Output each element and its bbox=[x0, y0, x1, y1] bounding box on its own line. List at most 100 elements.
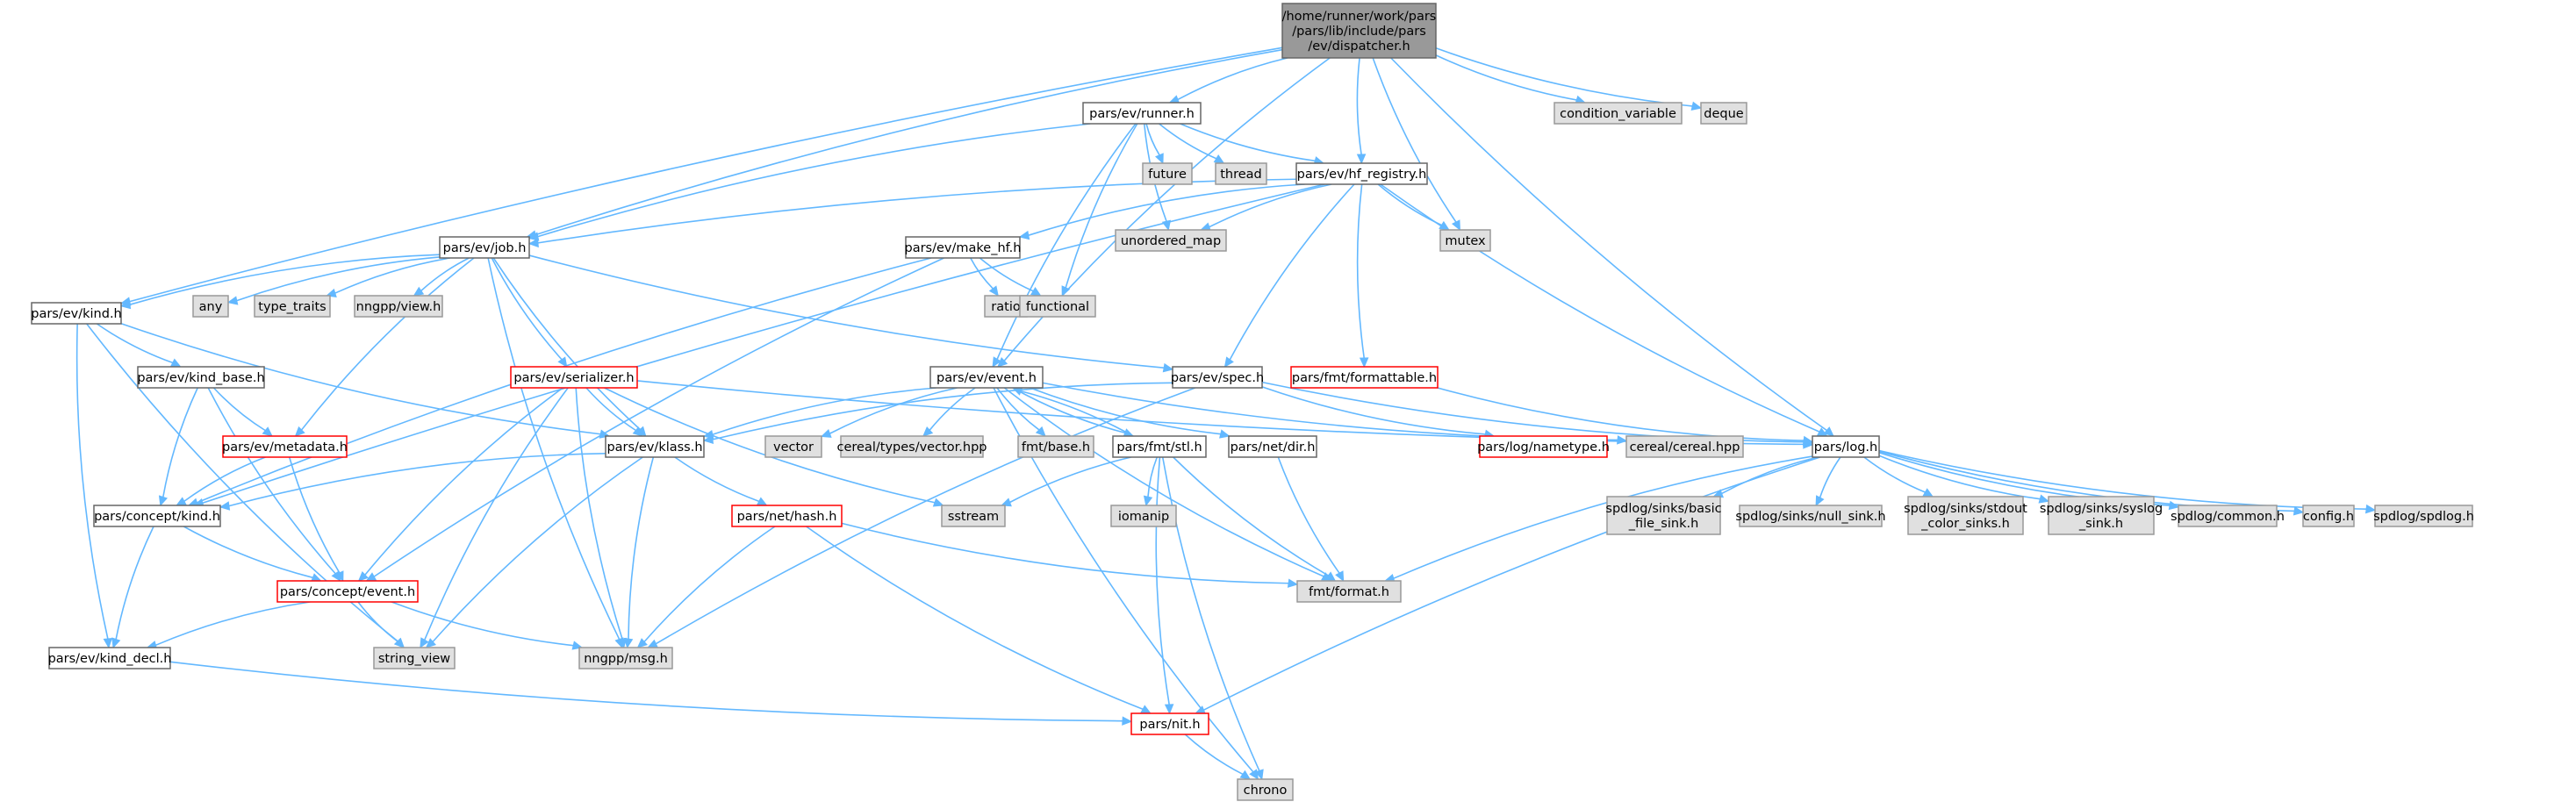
node-label: _file_sink.h bbox=[1628, 517, 1699, 531]
node-label: pars/ev/hf_registry.h bbox=[1297, 168, 1427, 182]
edge-line bbox=[202, 183, 1325, 505]
node-log[interactable]: pars/log.h bbox=[1812, 435, 1880, 458]
node-metadata[interactable]: pars/ev/metadata.h bbox=[222, 435, 348, 458]
edge-hf_registry-to-log bbox=[1380, 183, 1828, 437]
edge-log-to-syslog_sink bbox=[1878, 455, 2050, 504]
node-event[interactable]: pars/ev/event.h bbox=[929, 366, 1044, 389]
node-hf_registry[interactable]: pars/ev/hf_registry.h bbox=[1295, 162, 1428, 185]
node-fmt_format: fmt/format.h bbox=[1296, 580, 1402, 603]
node-klass[interactable]: pars/ev/klass.h bbox=[605, 435, 705, 458]
node-concept_event[interactable]: pars/concept/event.h bbox=[276, 580, 419, 603]
node-net_hash[interactable]: pars/net/hash.h bbox=[731, 505, 843, 527]
edge-arrowhead bbox=[1451, 219, 1460, 232]
node-box bbox=[254, 295, 331, 318]
node-runner[interactable]: pars/ev/runner.h bbox=[1082, 102, 1202, 125]
node-spec[interactable]: pars/ev/spec.h bbox=[1171, 366, 1264, 389]
edge-line bbox=[228, 453, 606, 507]
edge-arrowhead bbox=[1143, 495, 1153, 507]
node-fmt_stl[interactable]: pars/fmt/stl.h bbox=[1112, 435, 1207, 458]
edge-serializer-to-concept_event bbox=[357, 387, 563, 582]
node-label: pars/log/nametype.h bbox=[1477, 440, 1610, 455]
edge-line bbox=[357, 601, 398, 642]
edge-kind-to-kind_decl bbox=[75, 323, 113, 649]
node-box bbox=[222, 435, 348, 458]
node-box bbox=[840, 435, 984, 458]
edge-line bbox=[432, 456, 643, 642]
node-label: nngpp/msg.h bbox=[584, 652, 668, 666]
node-label: iomanip bbox=[1118, 510, 1169, 524]
node-job[interactable]: pars/ev/job.h bbox=[439, 236, 530, 259]
edge-arrowhead bbox=[169, 358, 182, 368]
edge-arrowhead bbox=[1359, 357, 1369, 369]
edge-arrowhead bbox=[1815, 495, 1825, 507]
node-concept_kind[interactable]: pars/concept/kind.h bbox=[93, 505, 221, 527]
edge-line bbox=[1372, 57, 1457, 223]
node-functional: functional bbox=[1019, 295, 1096, 318]
edge-hf_registry-to-make_hf bbox=[1018, 183, 1305, 240]
edge-arrowhead bbox=[226, 296, 239, 305]
edge-concept_kind-to-kind_decl bbox=[111, 526, 154, 649]
node-label: spdlog/sinks/syslog bbox=[2040, 502, 2163, 516]
node-box bbox=[1739, 505, 1883, 527]
edge-line bbox=[528, 254, 1165, 369]
edge-arrowhead bbox=[1356, 154, 1367, 165]
edge-line bbox=[929, 387, 976, 431]
edge-dispatcher-to-mutex bbox=[1372, 57, 1460, 232]
node-box bbox=[1296, 580, 1402, 603]
node-label: _color_sinks.h bbox=[1920, 517, 2010, 531]
edge-line bbox=[970, 257, 994, 290]
node-nametype[interactable]: pars/log/nametype.h bbox=[1477, 435, 1610, 458]
edge-serializer-to-klass bbox=[585, 387, 643, 437]
edge-klass-to-concept_kind bbox=[219, 453, 606, 511]
node-label: /home/runner/work/pars bbox=[1282, 10, 1437, 24]
edge-kind_base-to-concept_kind bbox=[158, 387, 198, 507]
node-label: fmt/base.h bbox=[1022, 440, 1090, 455]
node-kind_decl[interactable]: pars/ev/kind_decl.h bbox=[48, 647, 172, 669]
edge-line bbox=[575, 387, 623, 640]
edge-hf_registry-to-spec bbox=[1223, 183, 1355, 368]
edge-arrowhead bbox=[2364, 504, 2377, 514]
node-nit[interactable]: pars/nit.h bbox=[1130, 712, 1209, 735]
edge-net_hash-to-fmt_format bbox=[841, 522, 1299, 588]
node-box bbox=[605, 435, 705, 458]
node-fmt_base: fmt/base.h bbox=[1017, 435, 1094, 458]
node-label: pars/ev/kind_base.h bbox=[137, 371, 264, 385]
node-net_dir[interactable]: pars/net/dir.h bbox=[1228, 435, 1317, 458]
edge-arrowhead bbox=[1164, 704, 1174, 715]
node-nngpp_msg: nngpp/msg.h bbox=[578, 647, 673, 669]
node-label: pars/net/hash.h bbox=[737, 510, 837, 524]
edge-line bbox=[1380, 183, 1820, 433]
node-nngpp_view: nngpp/view.h bbox=[354, 295, 443, 318]
edge-event-to-fmt_stl bbox=[1012, 387, 1135, 437]
node-formattable[interactable]: pars/fmt/formattable.h bbox=[1290, 366, 1439, 389]
node-kind_base[interactable]: pars/ev/kind_base.h bbox=[137, 366, 265, 389]
node-label: pars/log.h bbox=[1814, 440, 1877, 455]
edge-line bbox=[364, 387, 563, 576]
edge-line bbox=[1173, 456, 1329, 576]
edge-arrowhead bbox=[1018, 230, 1030, 240]
node-make_hf[interactable]: pars/ev/make_hf.h bbox=[905, 236, 1022, 259]
node-spdlog: spdlog/spdlog.h bbox=[2373, 505, 2474, 527]
edge-log-to-null_sink bbox=[1815, 456, 1841, 507]
node-label: /pars/lib/include/pars bbox=[1292, 25, 1426, 39]
node-box bbox=[1115, 229, 1227, 252]
node-box bbox=[93, 505, 221, 527]
node-serializer[interactable]: pars/ev/serializer.h bbox=[510, 366, 638, 389]
node-dispatcher[interactable]: /home/runner/work/pars/pars/lib/include/… bbox=[1281, 3, 1437, 59]
node-kind[interactable]: pars/ev/kind.h bbox=[31, 302, 122, 325]
node-spdlog_common: spdlog/common.h bbox=[2171, 505, 2285, 527]
nodes-layer: /home/runner/work/pars/pars/lib/include/… bbox=[31, 3, 2474, 801]
node-cereal: cereal/cereal.hpp bbox=[1625, 435, 1744, 458]
edge-arrowhead bbox=[103, 638, 113, 649]
node-box bbox=[1130, 712, 1209, 735]
edge-line bbox=[1437, 387, 1805, 441]
edge-serializer-to-string_view bbox=[420, 387, 569, 649]
edge-log-to-spdlog bbox=[1878, 449, 2377, 514]
edge-kind_decl-to-nit bbox=[169, 661, 1133, 726]
edge-klass-to-nngpp_msg bbox=[623, 456, 655, 649]
edge-job-to-metadata bbox=[294, 257, 475, 437]
edge-dispatcher-to-deque bbox=[1435, 47, 1703, 111]
edge-line bbox=[628, 456, 655, 640]
edge-line bbox=[1021, 390, 1134, 437]
